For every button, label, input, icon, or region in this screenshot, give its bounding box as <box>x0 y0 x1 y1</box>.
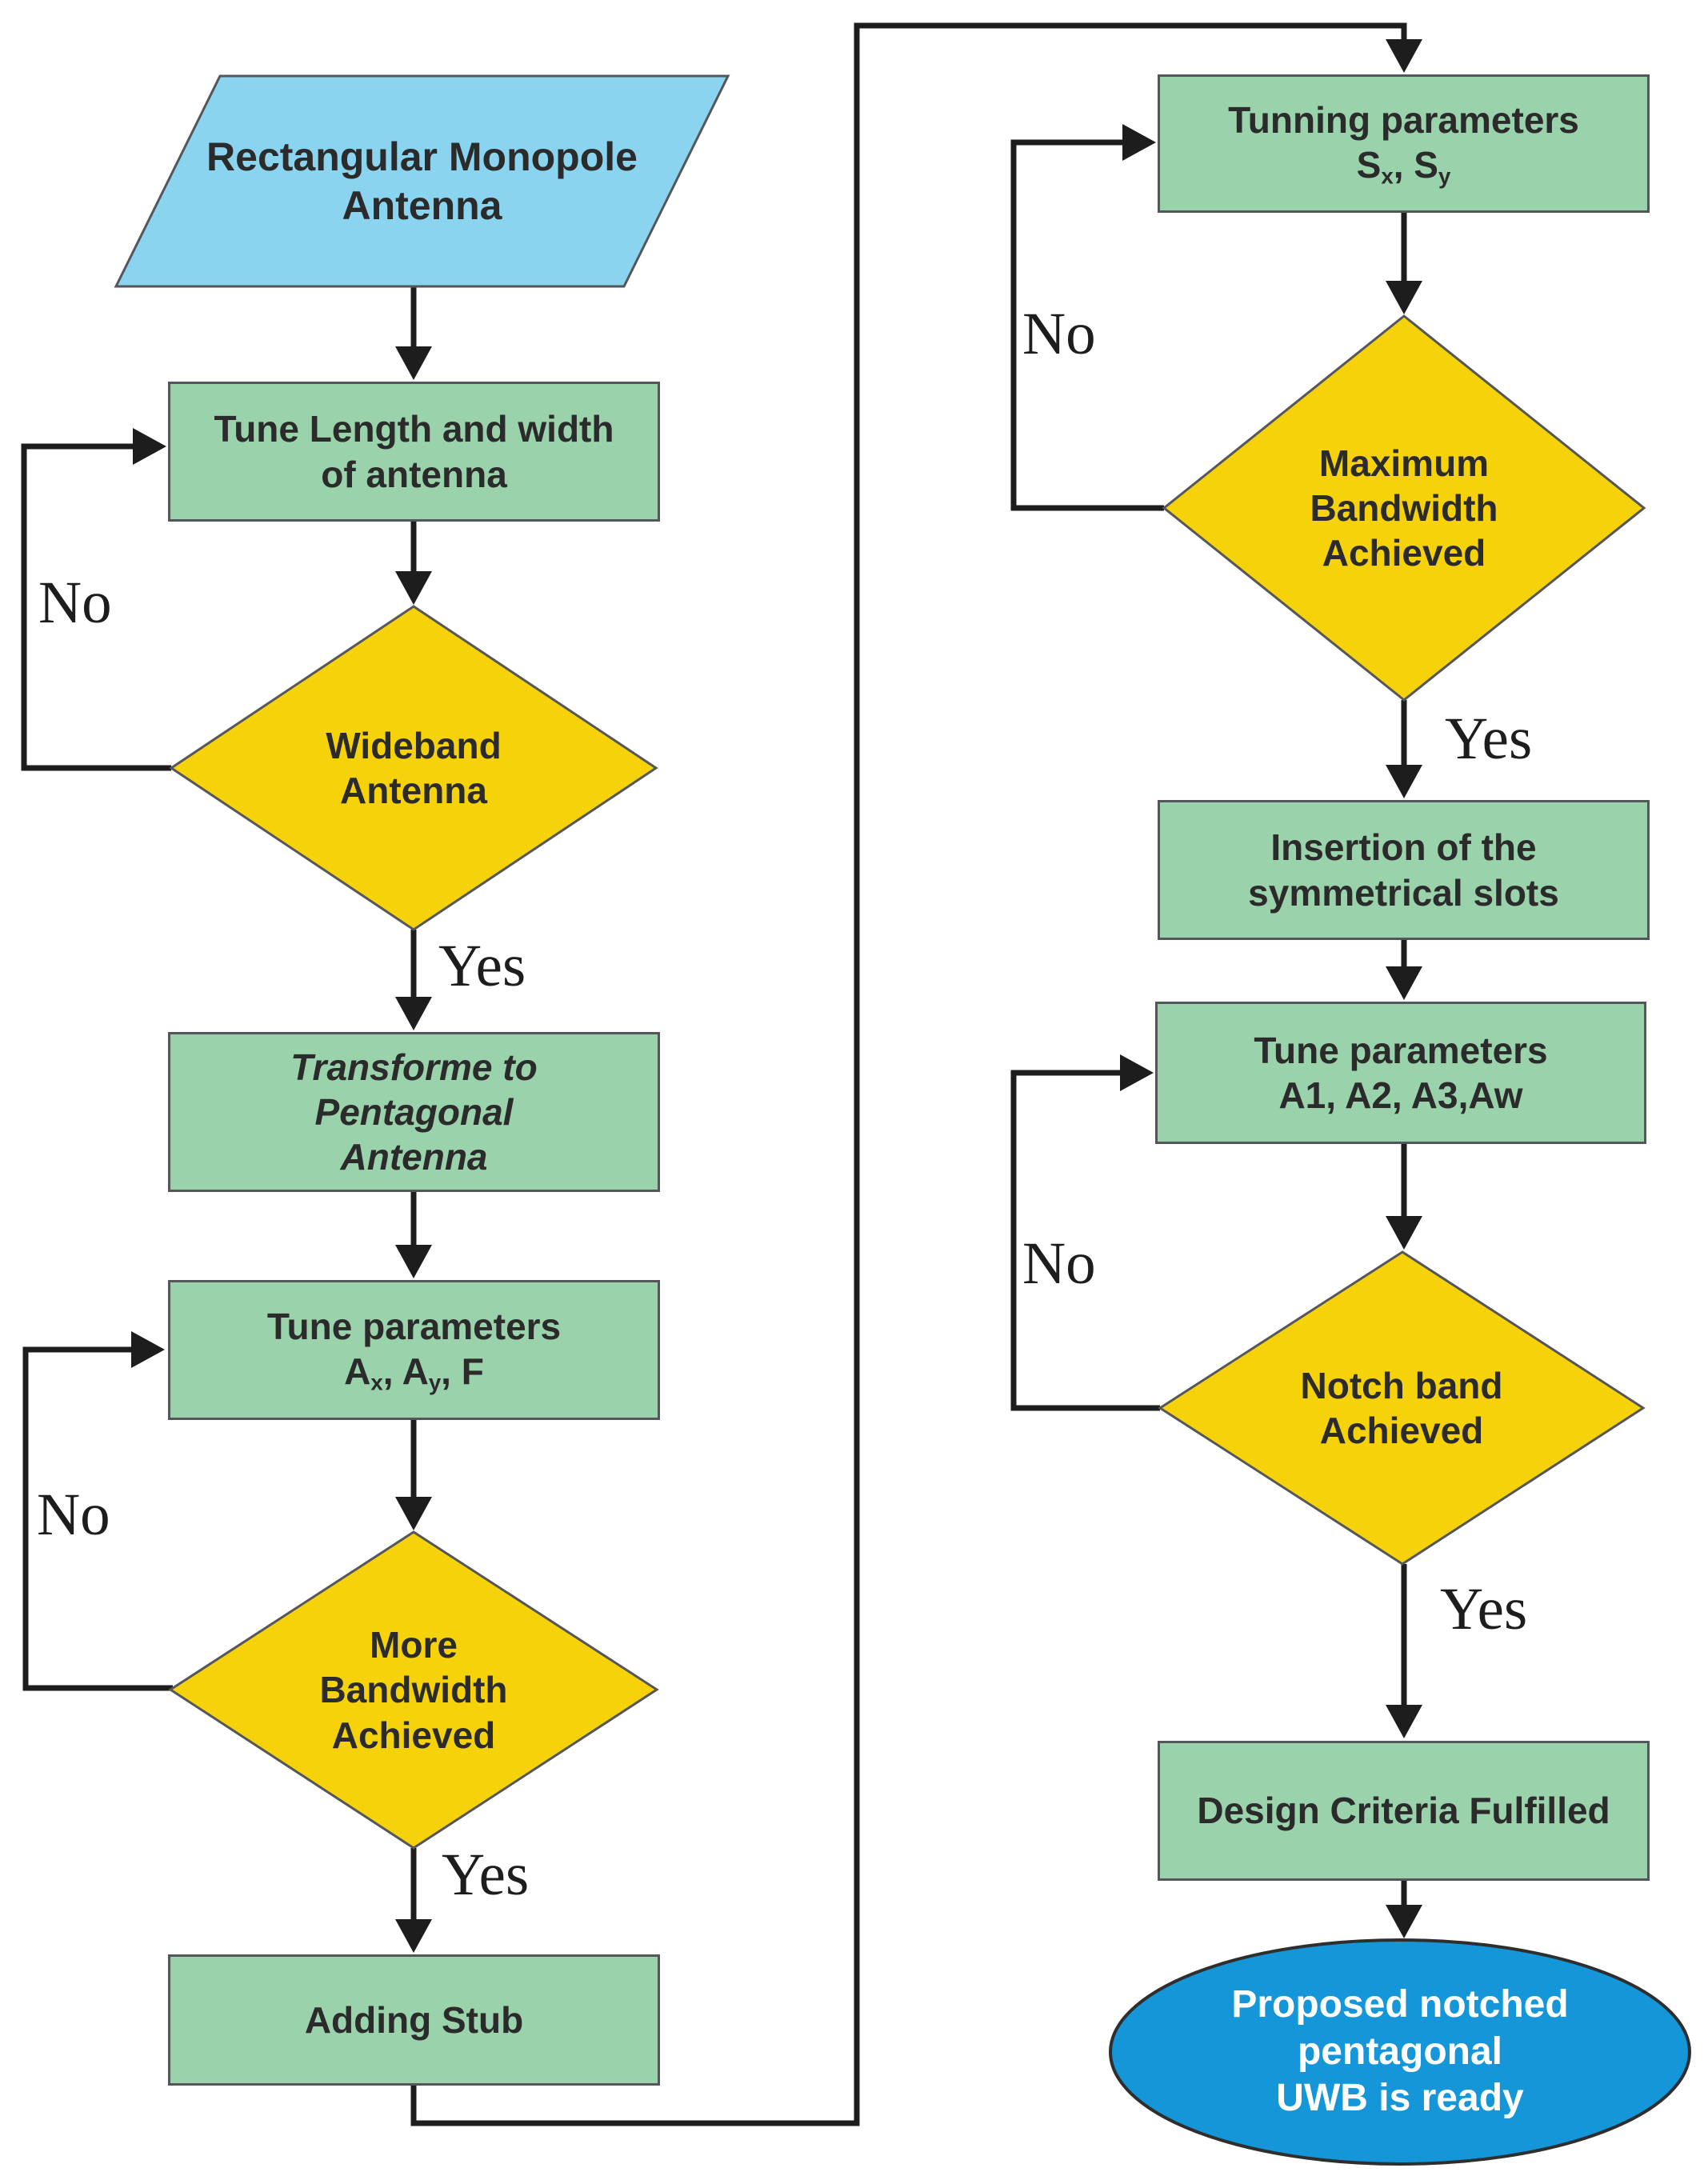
no-loop-notch-band <box>1010 1070 1160 1411</box>
edge-label-yes-wideband: Yes <box>438 933 526 999</box>
node-tunning-params-sxsy: Tunning parameters Sx, Sy <box>1158 74 1650 213</box>
arrowheads-right <box>131 124 1156 1368</box>
decision-maximum-bandwidth <box>1162 314 1646 702</box>
node-adding-stub: Adding Stub <box>168 1954 660 2086</box>
node-end-label: Proposed notched pentagonal UWB is ready <box>1231 1983 1569 2120</box>
edge-label-yes-notch-band: Yes <box>1440 1576 1528 1642</box>
node-tune-length-width: Tune Length and width of antenna <box>168 382 660 522</box>
decision-more-bandwidth <box>168 1530 659 1850</box>
arrowheads-down <box>395 39 1422 1953</box>
decision-notch-band-label: Notch band Achieved <box>1300 1364 1503 1451</box>
edge-label-yes-maximum-bandwidth: Yes <box>1445 706 1533 772</box>
end-terminator-ellipse <box>1109 1938 1691 2166</box>
node-design-criteria: Design Criteria Fulfilled <box>1158 1741 1650 1881</box>
decision-wideband-antenna <box>169 605 658 931</box>
node-insertion-slots: Insertion of the symmetrical slots <box>1158 800 1650 940</box>
no-loop-more-bandwidth <box>22 1346 173 1691</box>
no-loop-maximum-bandwidth <box>1010 139 1164 511</box>
edge-label-no-more-bandwidth: No <box>37 1482 110 1548</box>
edge-label-no-notch-band: No <box>1022 1230 1096 1297</box>
node-tune-params-a123: Tune parameters A1, A2, A3,Aw <box>1155 1002 1646 1144</box>
no-loop-wideband <box>21 443 171 771</box>
decision-more-bandwidth-label: More Bandwidth Achieved <box>319 1624 508 1756</box>
connector-adding-stub-to-tunning <box>410 22 1407 2126</box>
node-start-label: Rectangular Monopole Antenna <box>206 134 638 228</box>
edge-label-no-maximum-bandwidth: No <box>1022 301 1096 367</box>
node-transform-pentagonal: Transforme to Pentagonal Antenna <box>168 1032 660 1192</box>
edge-label-yes-more-bandwidth: Yes <box>442 1842 530 1908</box>
decision-wideband-label: Wideband Antenna <box>326 724 502 811</box>
decision-maximum-bandwidth-label: Maximum Bandwidth Achieved <box>1310 442 1498 574</box>
node-tune-params-axayf: Tune parameters Ax, Ay, F <box>168 1280 660 1420</box>
edge-label-no-wideband: No <box>38 570 112 636</box>
decision-notch-band <box>1158 1250 1646 1566</box>
start-parallelogram <box>114 74 730 288</box>
